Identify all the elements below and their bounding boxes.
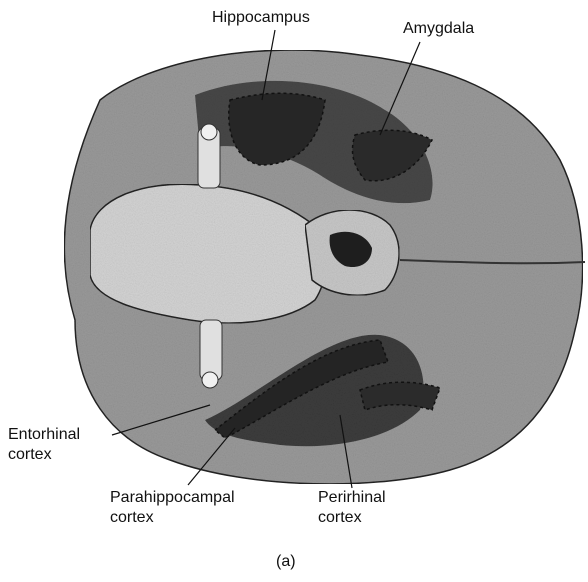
label-hippocampus: Hippocampus — [212, 9, 310, 27]
label-parahippocampal-line1: Parahippocampal — [110, 489, 235, 507]
label-perirhinal-line1: Perirhinal — [318, 489, 386, 507]
label-entorhinal-line1: Entorhinal — [8, 426, 80, 444]
panel-label: (a) — [276, 553, 296, 571]
label-perirhinal-line2: cortex — [318, 509, 362, 527]
label-parahippocampal-line2: cortex — [110, 509, 154, 527]
label-entorhinal-line2: cortex — [8, 446, 52, 464]
nerve-tip-lower — [202, 372, 218, 388]
label-amygdala: Amygdala — [403, 20, 474, 38]
nerve-tip-upper — [201, 124, 217, 140]
nerve-lower — [200, 320, 222, 380]
